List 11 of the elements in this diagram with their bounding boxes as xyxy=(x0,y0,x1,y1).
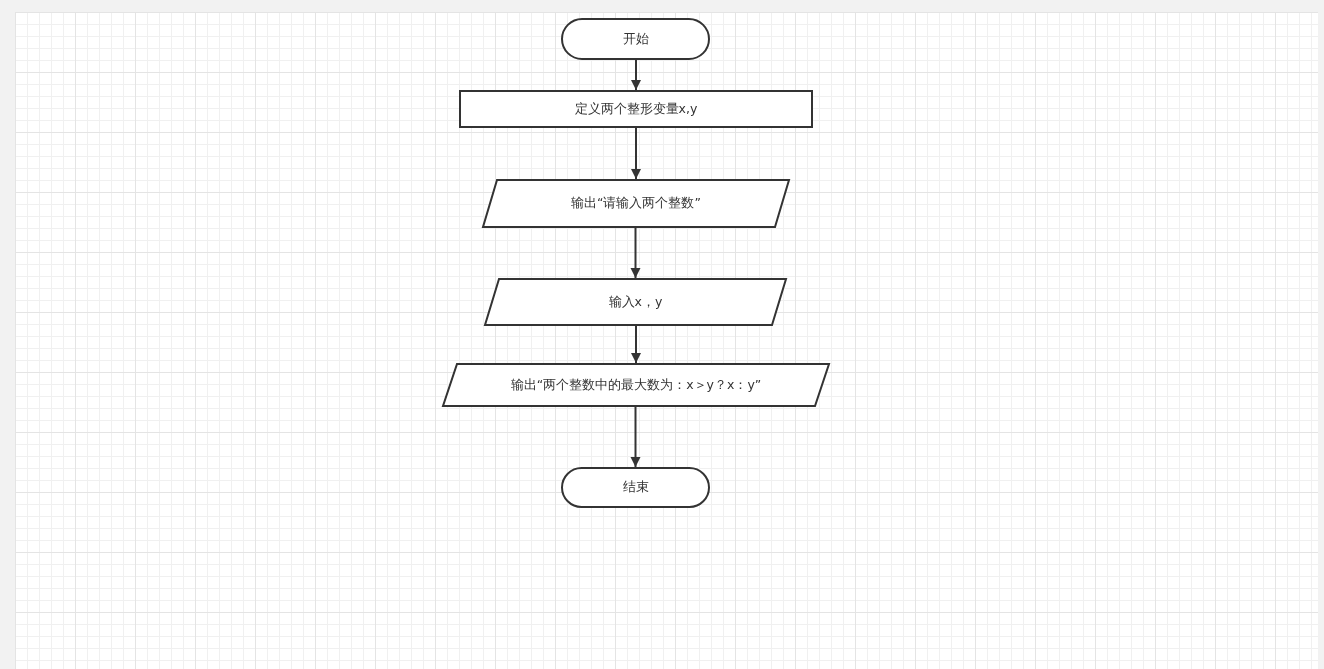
arrow xyxy=(631,127,641,180)
node-label: 定义两个整形变量x,y xyxy=(574,100,698,118)
node-label: 输入x，y xyxy=(608,293,663,311)
node-label: 结束 xyxy=(622,479,649,496)
arrow xyxy=(631,325,641,364)
node-label: 输出“请输入两个整数” xyxy=(571,195,701,212)
arrow xyxy=(630,227,641,279)
arrow xyxy=(631,59,641,91)
node-label: 输出“两个整数中的最大数为：x＞y？x：y” xyxy=(510,376,762,394)
arrow xyxy=(630,406,641,468)
node-label: 开始 xyxy=(622,30,649,48)
